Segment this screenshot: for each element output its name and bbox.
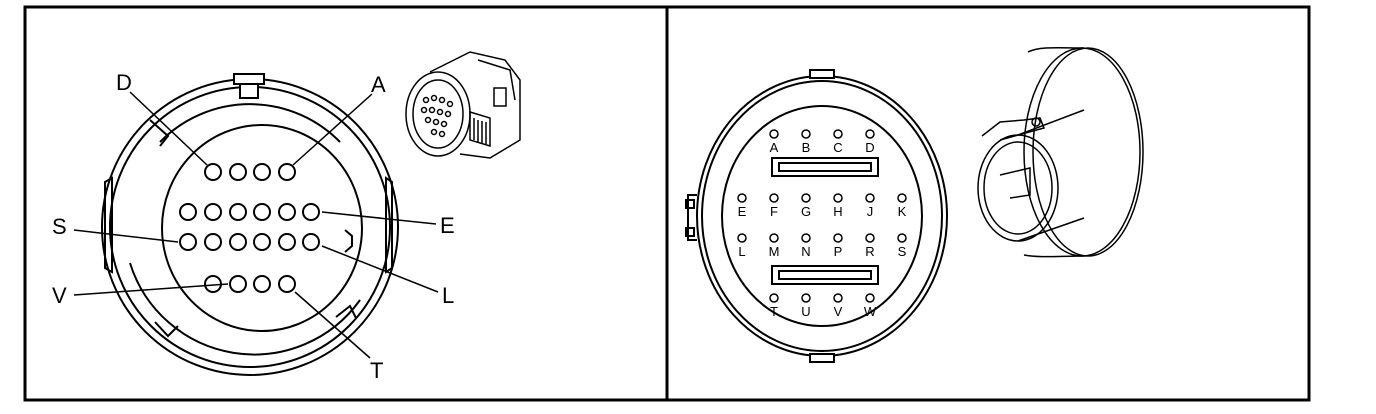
pin-label: W (864, 304, 877, 319)
pin-cavity (302, 233, 320, 251)
pin-cavity (253, 275, 271, 293)
pin-cavity (229, 163, 247, 181)
connector-face-front (101, 73, 399, 376)
round-connector-illustration (977, 46, 1144, 258)
pin-marker (801, 193, 811, 203)
pin-marker (769, 293, 779, 303)
pin-label: P (834, 244, 843, 259)
pin-label: E (738, 204, 747, 219)
pin-label: D (865, 140, 874, 155)
connector-face-rear (685, 69, 948, 363)
pin-marker (737, 233, 747, 243)
pin-cavity (179, 233, 197, 251)
pin-marker (865, 293, 875, 303)
pin-cavity (204, 203, 222, 221)
callout-label: S (52, 214, 67, 239)
pin-marker (737, 193, 747, 203)
pin-cavity (278, 233, 296, 251)
pin-marker (769, 233, 779, 243)
pin-label: S (898, 244, 907, 259)
pin-marker (865, 129, 875, 139)
pin-cavity (278, 275, 296, 293)
right-panel (685, 46, 1144, 363)
pin-cavity (204, 233, 222, 251)
pin-marker (833, 233, 843, 243)
left-panel (73, 51, 521, 376)
connector-3d-illustration (405, 51, 521, 159)
pin-cavity (253, 233, 271, 251)
pin-label: F (770, 204, 778, 219)
callout-labels: A D E L S T V (52, 70, 455, 383)
pin-label: K (898, 204, 907, 219)
pin-marker (833, 129, 843, 139)
pin-marker (801, 129, 811, 139)
pin-cavities (179, 163, 320, 293)
pin-marker (769, 193, 779, 203)
pin-marker (897, 233, 907, 243)
pin-label: B (802, 140, 811, 155)
pin-label: T (770, 304, 778, 319)
pin-marker (897, 193, 907, 203)
pin-marker (833, 193, 843, 203)
pin-label: J (867, 204, 874, 219)
pin-marker (801, 293, 811, 303)
pin-cavity (229, 203, 247, 221)
pin-cavity (253, 163, 271, 181)
pin-cavity (253, 203, 271, 221)
pin-label: R (865, 244, 874, 259)
keying-bar (771, 157, 879, 177)
keying-bar (771, 265, 879, 285)
callout-label: L (442, 283, 454, 308)
pin-label: U (801, 304, 810, 319)
pin-label: A (770, 140, 779, 155)
pin-marker (833, 293, 843, 303)
pin-marker (801, 233, 811, 243)
pin-cavity (229, 275, 247, 293)
pin-label: M (769, 244, 780, 259)
pin-cavity (278, 163, 296, 181)
callout-label: D (116, 70, 132, 95)
callout-label: V (52, 283, 67, 308)
pin-cavity (204, 163, 222, 181)
pin-label: V (834, 304, 843, 319)
pin-cavity (229, 233, 247, 251)
pin-label: G (801, 204, 811, 219)
pin-marker (769, 129, 779, 139)
pin-label: H (833, 204, 842, 219)
pin-label: L (738, 244, 745, 259)
pin-label: C (833, 140, 842, 155)
callout-label: E (440, 213, 455, 238)
pin-cavity (179, 203, 197, 221)
callout-label: A (371, 72, 386, 97)
pin-marker (865, 233, 875, 243)
callout-label: T (370, 358, 383, 383)
pin-cavity (278, 203, 296, 221)
pin-label-grid: A B C D E F G H J K L M N P R S T U V W (737, 129, 907, 319)
pin-label: N (801, 244, 810, 259)
leader-lines (73, 91, 439, 359)
pin-cavity (302, 203, 320, 221)
pin-marker (865, 193, 875, 203)
